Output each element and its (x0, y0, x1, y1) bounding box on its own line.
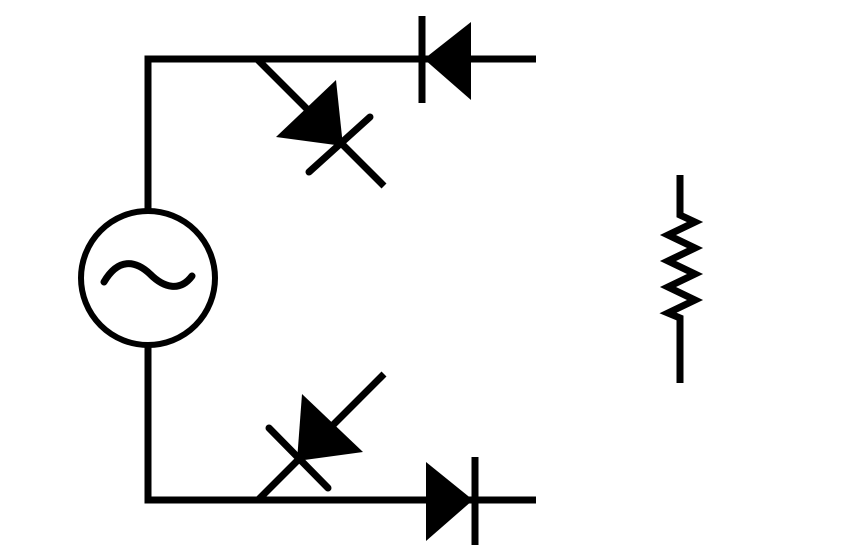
diode-upper-diagonal-icon (255, 57, 387, 189)
resistor-icon (659, 175, 704, 383)
diode-top-icon (418, 16, 471, 103)
ac-source-icon (78, 208, 218, 348)
diode-lower-diagonal-icon (255, 371, 387, 503)
diode-bottom-icon (426, 457, 479, 545)
